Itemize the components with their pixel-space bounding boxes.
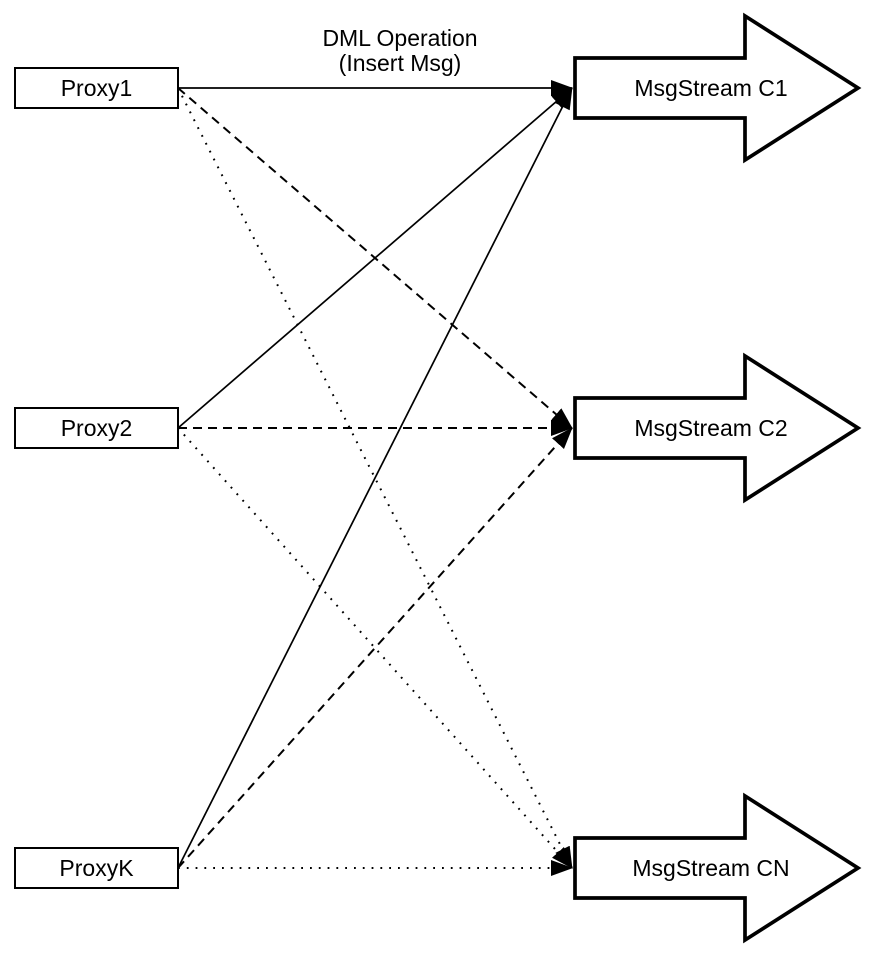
stream-arrow-shape-c2 [573,352,862,504]
proxy-box-proxy1 [14,67,179,109]
diagram-title-line2: (Insert Msg) [339,50,462,76]
proxy-box-proxy2 [14,407,179,449]
stream-nodes: MsgStream C1 MsgStream C2 MsgStream CN [573,12,862,944]
connection-proxy2-to-cn-dotted-line [177,427,573,869]
connection-proxy1-to-c2-dashed-line [177,87,573,429]
stream-node-c1: MsgStream C1 [573,12,862,164]
proxy-label-proxyk: ProxyK [59,855,134,881]
proxy-label-proxy2: Proxy2 [61,415,133,441]
stream-arrow-shape-cn [573,792,862,944]
proxy-box-proxyk [14,847,179,889]
stream-node-cn: MsgStream CN [573,792,862,944]
connection-proxyk-to-c2-dashed-line [177,427,573,869]
proxy-node-proxy1: Proxy1 [14,67,179,109]
connection-lines [177,80,573,876]
proxy-node-proxyk: ProxyK [14,847,179,889]
stream-label-c1: MsgStream C1 [634,75,787,101]
diagram-title-line1: DML Operation [322,25,477,51]
stream-node-c2: MsgStream C2 [573,352,862,504]
proxy-label-proxy1: Proxy1 [61,75,133,101]
proxy-node-proxy2: Proxy2 [14,407,179,449]
stream-arrow-shape-c1 [573,12,862,164]
connection-proxyk-to-c1-solid-line [177,87,573,869]
stream-label-c2: MsgStream C2 [634,415,787,441]
stream-label-cn: MsgStream CN [632,855,789,881]
